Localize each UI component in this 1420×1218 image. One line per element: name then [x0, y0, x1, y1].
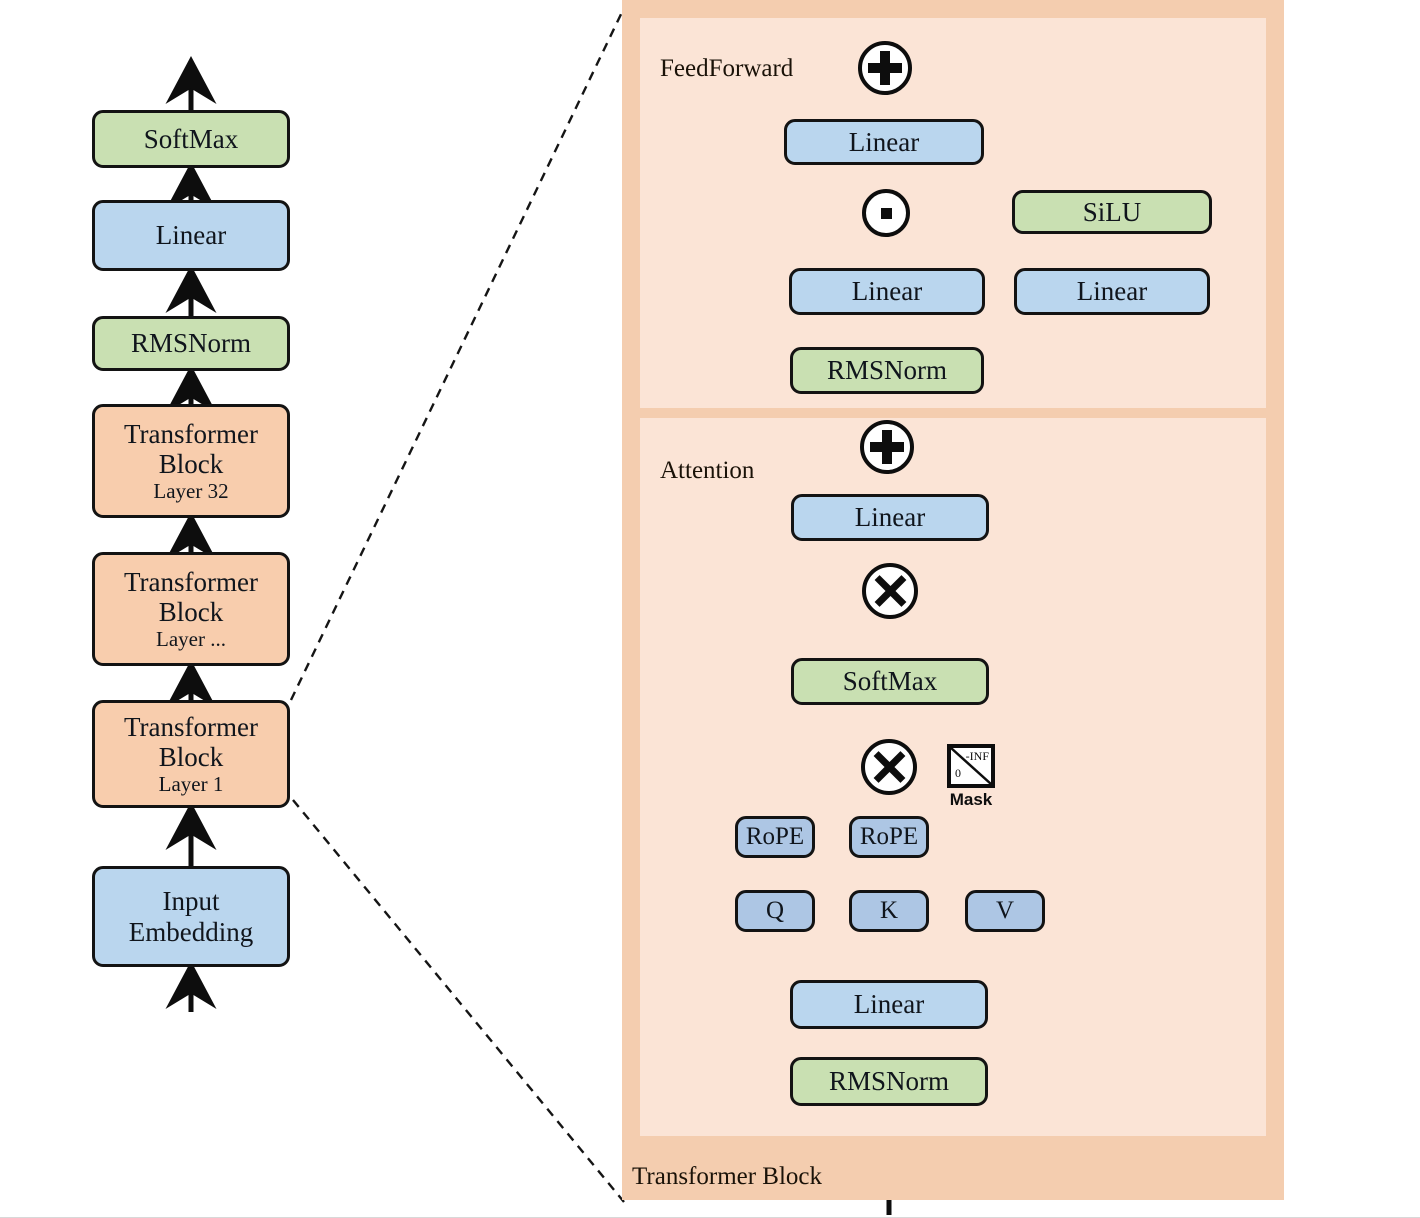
- node-rope-key[interactable]: RoPE: [849, 816, 929, 858]
- node-label: Linear: [851, 276, 923, 307]
- node-sublabel: Layer ...: [156, 626, 226, 651]
- node-value[interactable]: V: [965, 890, 1045, 932]
- node-label-line2: Block: [158, 741, 224, 772]
- node-label: SoftMax: [842, 666, 938, 697]
- node-ff-gate-linear[interactable]: Linear: [789, 268, 985, 315]
- node-label: SiLU: [1082, 196, 1142, 227]
- node-label: Linear: [1076, 276, 1148, 307]
- node-ff-up-linear[interactable]: Linear: [1014, 268, 1210, 315]
- node-label-line1: Transformer: [124, 418, 258, 449]
- node-key[interactable]: K: [849, 890, 929, 932]
- times-glyph: [871, 572, 909, 610]
- node-ff-rmsnorm[interactable]: RMSNorm: [790, 347, 984, 394]
- node-label: Linear: [155, 220, 227, 251]
- times-glyph: [870, 748, 908, 786]
- node-label-line2: Block: [158, 596, 224, 627]
- node-transformer-block-layer1[interactable]: Transformer Block Layer 1: [92, 700, 290, 808]
- node-label-line1: Transformer: [124, 566, 258, 597]
- node-label: Linear: [848, 126, 920, 157]
- mask-low-value: 0: [955, 766, 961, 780]
- node-silu[interactable]: SiLU: [1012, 190, 1212, 234]
- node-rope-query[interactable]: RoPE: [735, 816, 815, 858]
- node-label: RMSNorm: [130, 328, 252, 359]
- node-label: Linear: [853, 989, 925, 1020]
- plus-glyph: [868, 51, 902, 85]
- node-label-line2: Block: [158, 448, 224, 479]
- node-rmsnorm-head[interactable]: RMSNorm: [92, 316, 290, 371]
- node-label: RMSNorm: [828, 1066, 950, 1097]
- transformer-block-panel-label: Transformer Block: [632, 1163, 823, 1190]
- node-label: Linear: [854, 502, 926, 533]
- feedforward-panel-label: FeedForward: [660, 55, 794, 82]
- node-label: RMSNorm: [826, 355, 948, 386]
- node-transformer-block-layer-ellipsis[interactable]: Transformer Block Layer ...: [92, 552, 290, 666]
- node-label: V: [995, 897, 1015, 924]
- mask-diagonal: [951, 748, 991, 784]
- attention-panel-label: Attention: [660, 457, 755, 484]
- node-label: Q: [765, 897, 785, 924]
- mask-caption: Mask: [949, 790, 993, 809]
- matmul-icon-attn-qk[interactable]: [861, 739, 917, 795]
- mask-high-value: -INF: [965, 749, 989, 763]
- add-icon-feedforward[interactable]: [858, 41, 912, 95]
- node-label-line2: Embedding: [128, 916, 254, 947]
- node-transformer-block-layer32[interactable]: Transformer Block Layer 32: [92, 404, 290, 518]
- node-softmax-head[interactable]: SoftMax: [92, 110, 290, 168]
- node-qkv-linear[interactable]: Linear: [790, 980, 988, 1029]
- node-ff-output-linear[interactable]: Linear: [784, 119, 984, 165]
- node-attn-softmax[interactable]: SoftMax: [791, 658, 989, 705]
- add-icon-attention[interactable]: [860, 420, 914, 474]
- node-label: SoftMax: [143, 123, 239, 154]
- node-attn-output-linear[interactable]: Linear: [791, 494, 989, 541]
- multiply-elementwise-icon[interactable]: [862, 189, 910, 237]
- node-attn-rmsnorm[interactable]: RMSNorm: [790, 1057, 988, 1106]
- node-query[interactable]: Q: [735, 890, 815, 932]
- node-sublabel: Layer 1: [158, 771, 224, 796]
- node-input-embedding[interactable]: Input Embedding: [92, 866, 290, 967]
- node-label: K: [879, 897, 899, 924]
- node-sublabel: Layer 32: [153, 478, 229, 503]
- node-label: RoPE: [859, 823, 919, 850]
- mask-icon: 0 -INF Mask: [947, 744, 995, 810]
- node-label-line1: Input: [162, 886, 220, 917]
- node-label-line1: Transformer: [124, 711, 258, 742]
- plus-glyph: [870, 430, 904, 464]
- dot-glyph: [880, 207, 892, 219]
- node-label: RoPE: [745, 823, 805, 850]
- mask-square: 0 -INF: [947, 744, 995, 788]
- node-linear-head[interactable]: Linear: [92, 200, 290, 271]
- matmul-icon-attn-value[interactable]: [862, 563, 918, 619]
